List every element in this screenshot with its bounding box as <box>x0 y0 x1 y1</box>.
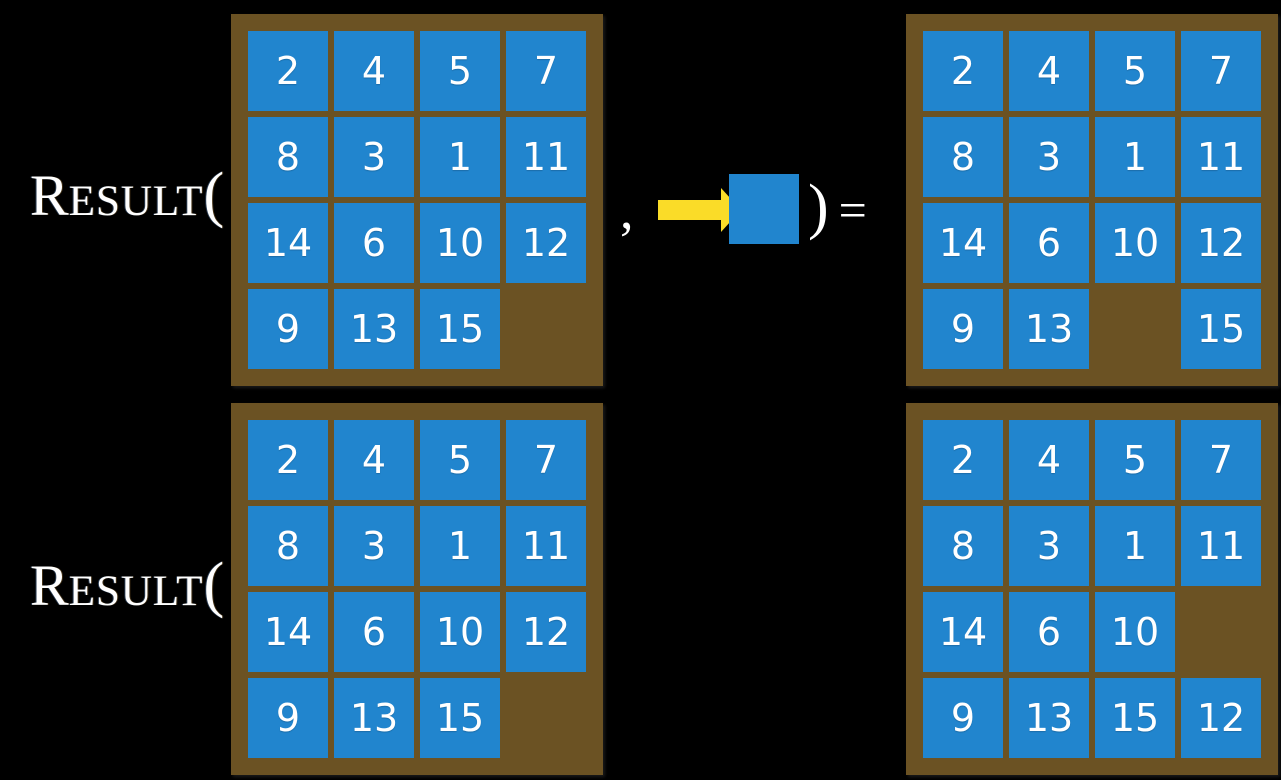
tile[interactable]: 5 <box>1095 31 1175 111</box>
tile[interactable]: 3 <box>1009 117 1089 197</box>
open-paren-top: ( <box>203 161 225 229</box>
tile[interactable]: 12 <box>1181 203 1261 283</box>
tile[interactable]: 14 <box>923 203 1003 283</box>
blank-cell <box>506 678 586 758</box>
result-label-bottom: RESULT( <box>30 554 224 616</box>
tile[interactable]: 9 <box>248 289 328 369</box>
input-board-bottom: 2 4 5 7 8 3 1 11 14 6 10 12 9 13 15 <box>231 403 603 775</box>
tile[interactable]: 1 <box>420 117 500 197</box>
tile[interactable]: 10 <box>420 203 500 283</box>
input-board-top: 2 4 5 7 8 3 1 11 14 6 10 12 9 13 15 <box>231 14 603 386</box>
tile[interactable]: 6 <box>334 592 414 672</box>
tile[interactable]: 7 <box>506 420 586 500</box>
tile[interactable]: 8 <box>923 117 1003 197</box>
tile[interactable]: 15 <box>1181 289 1261 369</box>
tile[interactable]: 1 <box>1095 506 1175 586</box>
result-label-rest: ESULT <box>68 568 204 615</box>
tile[interactable]: 15 <box>420 289 500 369</box>
result-label-top: RESULT( <box>30 164 224 226</box>
tile[interactable]: 7 <box>506 31 586 111</box>
tile[interactable]: 8 <box>923 506 1003 586</box>
tile[interactable]: 14 <box>923 592 1003 672</box>
tile[interactable]: 3 <box>1009 506 1089 586</box>
equals-sign-top: = <box>838 182 867 238</box>
tile[interactable]: 14 <box>248 592 328 672</box>
tile[interactable]: 14 <box>248 203 328 283</box>
operand-move-right[interactable] <box>655 172 805 247</box>
tile[interactable]: 8 <box>248 506 328 586</box>
tile[interactable]: 8 <box>248 117 328 197</box>
tile[interactable]: 4 <box>1009 31 1089 111</box>
output-board-top: 2 4 5 7 8 3 1 11 14 6 10 12 9 13 15 <box>906 14 1278 386</box>
tile[interactable]: 10 <box>1095 203 1175 283</box>
tile[interactable]: 2 <box>248 420 328 500</box>
operand-tile[interactable] <box>729 174 799 244</box>
result-label-rest: ESULT <box>68 178 204 225</box>
tile[interactable]: 4 <box>1009 420 1089 500</box>
blank-cell <box>1181 592 1261 672</box>
tile[interactable]: 3 <box>334 506 414 586</box>
tile[interactable]: 13 <box>1009 289 1089 369</box>
tile[interactable]: 3 <box>334 117 414 197</box>
move-down-row: RESULT( 2 4 5 7 8 3 1 11 14 6 10 12 9 13… <box>0 390 1281 780</box>
result-label-capital: R <box>30 163 69 228</box>
result-label-capital: R <box>30 553 69 618</box>
tile[interactable]: 10 <box>420 592 500 672</box>
tile[interactable]: 12 <box>1181 678 1261 758</box>
tile[interactable]: 7 <box>1181 31 1261 111</box>
tile[interactable]: 6 <box>334 203 414 283</box>
tile[interactable]: 12 <box>506 203 586 283</box>
argument-comma-top: , <box>620 180 634 240</box>
tile[interactable]: 13 <box>1009 678 1089 758</box>
tile[interactable]: 6 <box>1009 592 1089 672</box>
tile[interactable]: 4 <box>334 31 414 111</box>
tile[interactable]: 15 <box>420 678 500 758</box>
tile[interactable]: 2 <box>248 31 328 111</box>
tile[interactable]: 9 <box>248 678 328 758</box>
tile[interactable]: 7 <box>1181 420 1261 500</box>
tile[interactable]: 2 <box>923 420 1003 500</box>
tile[interactable]: 2 <box>923 31 1003 111</box>
move-right-row: RESULT( 2 4 5 7 8 3 1 11 14 6 10 12 9 13… <box>30 14 1278 386</box>
blank-cell <box>506 289 586 369</box>
close-paren-top: ) <box>808 173 829 241</box>
tile[interactable]: 13 <box>334 289 414 369</box>
close-paren-equals-top: )= <box>808 176 867 238</box>
tile[interactable]: 4 <box>334 420 414 500</box>
tile[interactable]: 1 <box>420 506 500 586</box>
tile[interactable]: 10 <box>1095 592 1175 672</box>
tile[interactable]: 5 <box>420 420 500 500</box>
tile[interactable]: 11 <box>506 506 586 586</box>
open-paren-bottom: ( <box>203 551 225 619</box>
tile[interactable]: 12 <box>506 592 586 672</box>
tile[interactable]: 11 <box>506 117 586 197</box>
tile[interactable]: 13 <box>334 678 414 758</box>
blank-cell <box>1095 289 1175 369</box>
tile[interactable]: 11 <box>1181 506 1261 586</box>
tile[interactable]: 5 <box>1095 420 1175 500</box>
output-board-bottom: 2 4 5 7 8 3 1 11 14 6 10 9 13 15 12 <box>906 403 1278 775</box>
tile[interactable]: 9 <box>923 678 1003 758</box>
tile[interactable]: 11 <box>1181 117 1261 197</box>
tile[interactable]: 1 <box>1095 117 1175 197</box>
tile[interactable]: 6 <box>1009 203 1089 283</box>
tile[interactable]: 9 <box>923 289 1003 369</box>
arrow-right-icon <box>658 200 724 220</box>
tile[interactable]: 15 <box>1095 678 1175 758</box>
tile[interactable]: 5 <box>420 31 500 111</box>
